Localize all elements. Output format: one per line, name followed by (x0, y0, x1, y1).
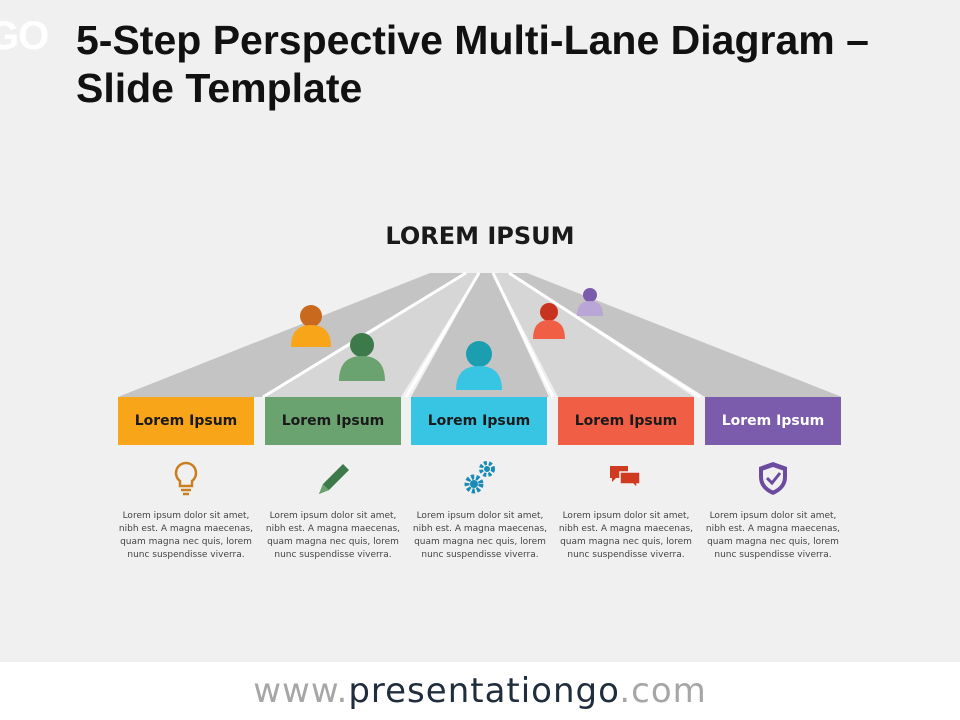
step-2-label-box: Lorem Ipsum (265, 397, 401, 445)
step-1-label: Lorem Ipsum (134, 413, 238, 429)
logo-fragment: GO (0, 14, 49, 58)
step-4-label: Lorem Ipsum (574, 413, 678, 429)
pen-icon (319, 464, 349, 494)
person-icon-green (339, 333, 385, 381)
footer-url-prefix: www. (253, 671, 349, 711)
person-icon-blue (456, 341, 502, 390)
step-2-label: Lorem Ipsum (281, 413, 385, 429)
step-5-description: Lorem ipsum dolor sit amet, nibh est. A … (705, 511, 841, 560)
gears-icon (464, 461, 495, 494)
lane-divider (404, 272, 481, 398)
step-3-description: Lorem ipsum dolor sit amet, nibh est. A … (412, 511, 548, 560)
lightbulb-icon (174, 461, 198, 496)
lane-2 (265, 273, 478, 397)
step-5-label-box: Lorem Ipsum (705, 397, 841, 445)
lane-divider (491, 272, 555, 398)
person-icon-orange (291, 305, 331, 347)
footer-url-brand: presentationgo (348, 671, 620, 711)
person-icon-red (533, 303, 565, 339)
lane-3 (411, 273, 549, 397)
step-5-label: Lorem Ipsum (721, 413, 825, 429)
person-icon-purple (577, 288, 603, 316)
lane-divider (508, 271, 701, 399)
step-4-description: Lorem ipsum dolor sit amet, nibh est. A … (558, 511, 694, 560)
step-3-label: Lorem Ipsum (427, 413, 531, 429)
step-1-description: Lorem ipsum dolor sit amet, nibh est. A … (118, 511, 254, 560)
step-1-label-box: Lorem Ipsum (118, 397, 254, 445)
footer-url: www.presentationgo.com (0, 662, 960, 720)
slide-title: 5-Step Perspective Multi-Lane Diagram – … (76, 17, 869, 111)
footer-url-suffix: .com (619, 671, 707, 711)
step-2-description: Lorem ipsum dolor sit amet, nibh est. A … (265, 511, 401, 560)
step-4-label-box: Lorem Ipsum (558, 397, 694, 445)
lane-4 (494, 273, 694, 397)
chat-bubbles-icon (610, 466, 641, 490)
shield-check-icon (759, 462, 787, 495)
step-3-label-box: Lorem Ipsum (411, 397, 547, 445)
lane-1 (118, 273, 465, 397)
diagram-heading: LOREM IPSUM (385, 222, 575, 250)
